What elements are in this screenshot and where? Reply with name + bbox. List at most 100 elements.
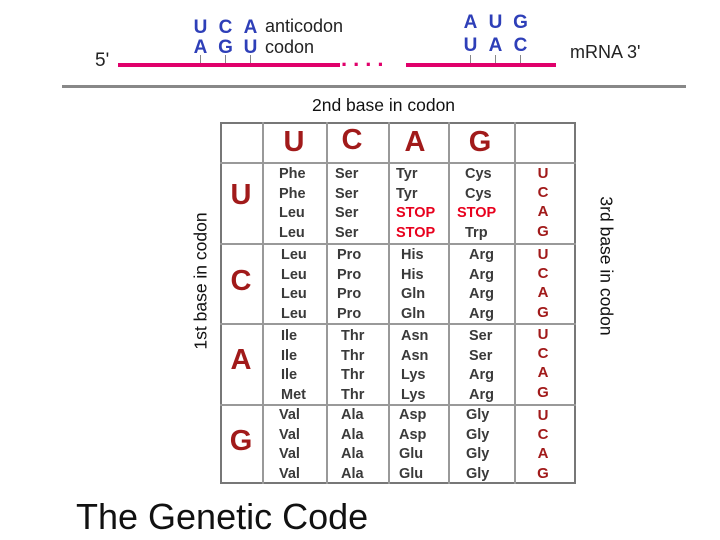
codon-cell: Ala Ala Ala Ala	[341, 406, 364, 484]
amino-acid: Arg	[469, 286, 494, 302]
codon-cell: Ser Ser Arg Arg	[469, 327, 494, 405]
third-base-column: U C A G	[535, 406, 551, 483]
table-divider	[220, 323, 576, 325]
third-base: U	[537, 165, 549, 182]
amino-acid: Thr	[341, 347, 365, 364]
codon-cell: Ile Ile Ile Met	[281, 327, 306, 405]
amino-acid: Pro	[337, 305, 362, 322]
codon-cell: His His Gln Gln	[401, 246, 425, 324]
table-divider	[262, 122, 264, 484]
codon-cell: Asp Asp Glu Glu	[399, 406, 426, 484]
codon-cell: Thr Thr Thr Thr	[341, 327, 364, 405]
codon-cell: Asn Asn Lys Lys	[401, 327, 428, 405]
base-tick	[250, 55, 251, 63]
third-base: U	[537, 407, 549, 424]
third-base: A	[537, 445, 549, 463]
right-top-base: A	[463, 12, 478, 33]
amino-acid: Met	[281, 386, 306, 403]
amino-acid: Arg	[469, 367, 494, 383]
amino-acid: Arg	[469, 386, 494, 403]
table-divider	[326, 122, 328, 484]
stop-codon: STOP	[396, 224, 436, 241]
codon-cell: Cys Cys STOP Trp	[457, 165, 496, 243]
third-base: C	[537, 345, 549, 363]
right-top-base: G	[513, 12, 528, 33]
stop-codon: STOP	[457, 205, 497, 221]
amino-acid: Leu	[281, 247, 307, 263]
amino-acid: Ile	[281, 367, 298, 383]
third-base: C	[537, 184, 549, 202]
codon-cell: Pro Pro Pro Pro	[337, 246, 361, 324]
table-divider	[220, 243, 576, 245]
base-tick	[200, 55, 201, 63]
amino-acid: Asn	[401, 347, 429, 364]
amino-acid: Asp	[399, 426, 427, 443]
amino-acid: Asp	[399, 407, 427, 423]
third-base: G	[537, 222, 549, 240]
page-title: The Genetic Code	[76, 496, 369, 537]
amino-acid: Ser	[335, 205, 359, 221]
codon-base: A	[193, 37, 208, 58]
amino-acid: Trp	[465, 224, 488, 241]
base-tick	[225, 55, 226, 63]
amino-acid: His	[401, 266, 424, 283]
amino-acid: His	[401, 247, 424, 263]
first-base-header: G	[229, 425, 253, 457]
codon-cell: Gly Gly Gly Gly	[466, 406, 489, 484]
amino-acid: Tyr	[396, 185, 418, 202]
second-base-header: C	[341, 124, 363, 156]
first-base-header: U	[230, 179, 252, 211]
amino-acid: Gly	[466, 446, 490, 462]
anticodon-label: anticodon	[265, 16, 344, 36]
second-base-axis-label: 2nd base in codon	[312, 95, 456, 115]
amino-acid: Phe	[279, 166, 306, 182]
amino-acid: Ile	[281, 328, 298, 344]
codon-cell: Arg Arg Arg Arg	[469, 246, 494, 324]
amino-acid: Leu	[281, 286, 307, 302]
third-base-axis-label: 3rd base in codon	[596, 196, 617, 336]
codon-cell: Phe Phe Leu Leu	[279, 165, 306, 243]
codon-label: codon	[265, 37, 315, 57]
base-tick	[520, 55, 521, 63]
amino-acid: Cys	[465, 185, 492, 202]
amino-acid: Glu	[399, 465, 424, 482]
amino-acid: Ile	[281, 347, 298, 364]
amino-acid: Leu	[279, 205, 305, 221]
amino-acid: Ser	[469, 328, 493, 344]
amino-acid: Lys	[401, 386, 426, 403]
amino-acid: Leu	[279, 224, 305, 241]
third-base: G	[537, 383, 549, 401]
amino-acid: Asn	[401, 328, 429, 344]
third-base: C	[537, 265, 549, 283]
right-bottom-base: A	[488, 35, 503, 56]
amino-acid: Val	[279, 446, 300, 462]
table-divider	[388, 122, 390, 484]
codon-cell: Leu Leu Leu Leu	[281, 246, 307, 324]
amino-acid: Ser	[335, 185, 359, 202]
amino-acid: Ser	[335, 166, 359, 182]
base-tick	[470, 55, 471, 63]
amino-acid: Pro	[337, 266, 362, 283]
amino-acid: Arg	[469, 247, 494, 263]
amino-acid: Ser	[335, 224, 359, 241]
strand-gap-dots: ....	[341, 46, 390, 71]
second-base-header: A	[404, 126, 426, 158]
third-base-column: U C A G	[535, 245, 551, 322]
second-base-header: U	[283, 126, 305, 158]
five-prime-label: 5'	[95, 50, 110, 71]
codon-base: U	[243, 37, 258, 58]
amino-acid: Gly	[466, 407, 490, 423]
amino-acid: Leu	[281, 305, 307, 322]
amino-acid: Phe	[279, 185, 306, 202]
amino-acid: Ala	[341, 446, 364, 462]
amino-acid: Arg	[469, 305, 494, 322]
amino-acid: Val	[279, 465, 300, 482]
third-base: G	[537, 303, 549, 321]
anticodon-base: A	[243, 17, 258, 38]
amino-acid: Gln	[401, 305, 426, 322]
right-bottom-base: C	[513, 35, 528, 56]
third-base-column: U C A G	[535, 325, 551, 402]
